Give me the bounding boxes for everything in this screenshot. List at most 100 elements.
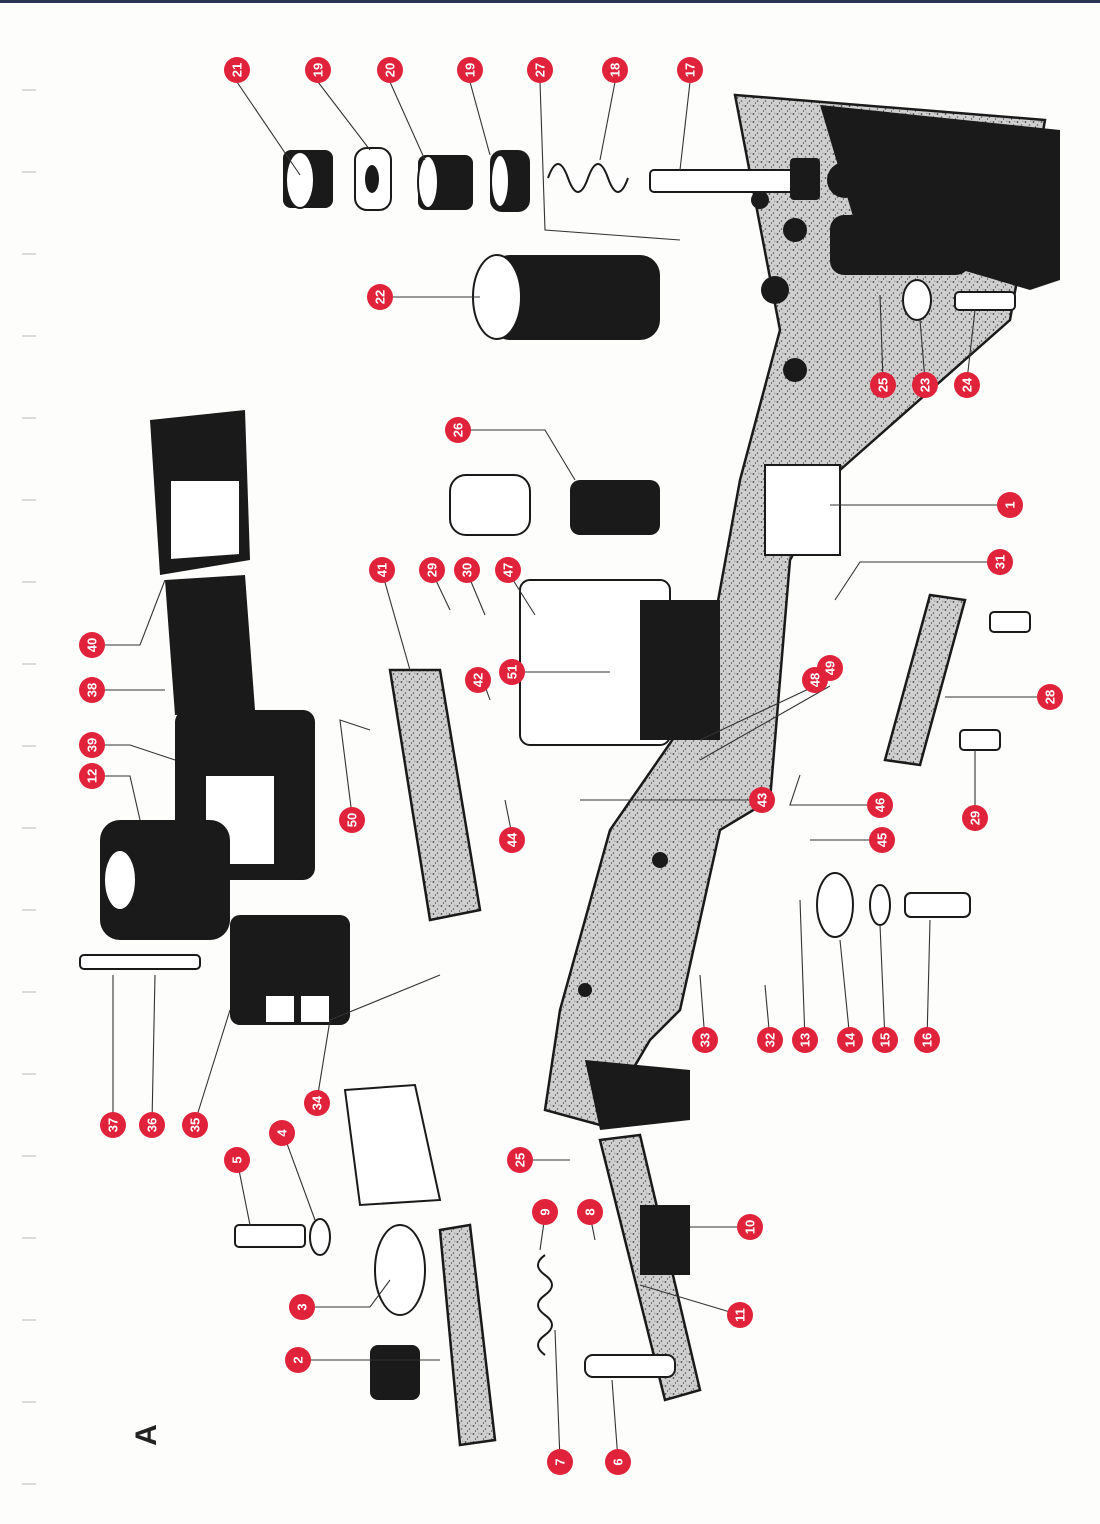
marker-label: 33 — [698, 1033, 713, 1047]
marker-label: 43 — [755, 793, 770, 807]
marker-label: 25 — [513, 1153, 528, 1167]
marker-label: 27 — [533, 63, 548, 77]
part-number-34: 34 — [304, 1090, 330, 1116]
marker-label: 41 — [375, 563, 390, 577]
part-number-24: 24 — [954, 372, 980, 398]
part-number-27: 27 — [527, 57, 553, 83]
part-number-19b: 19 — [457, 57, 483, 83]
part-number-49: 49 — [817, 655, 843, 681]
part-number-15: 15 — [872, 1027, 898, 1053]
marker-label: 19 — [311, 63, 326, 77]
marker-label: 20 — [383, 63, 398, 77]
marker-label: 21 — [230, 63, 245, 77]
marker-label: 12 — [85, 769, 100, 783]
part-number-1: 1 — [997, 492, 1023, 518]
part-number-30: 30 — [454, 557, 480, 583]
part-number-47: 47 — [495, 557, 521, 583]
part-number-36: 36 — [139, 1112, 165, 1138]
part-number-37: 37 — [100, 1112, 126, 1138]
marker-label: 32 — [763, 1033, 778, 1047]
part-number-26: 26 — [445, 417, 471, 443]
part-number-12: 12 — [79, 763, 105, 789]
part-number-31: 31 — [987, 549, 1013, 575]
part-number-11: 11 — [727, 1302, 753, 1328]
part-number-2: 2 — [285, 1347, 311, 1373]
part-number-6: 6 — [605, 1449, 631, 1475]
pin-6 — [585, 1355, 675, 1377]
marker-label: 7 — [553, 1458, 568, 1465]
marker-label: 31 — [993, 555, 1008, 569]
part-number-41: 41 — [369, 557, 395, 583]
marker-label: 1 — [1003, 501, 1018, 508]
marker-label: 22 — [373, 290, 388, 304]
marker-label: 42 — [471, 673, 486, 687]
marker-label: 39 — [85, 738, 100, 752]
part-number-21: 21 — [224, 57, 250, 83]
marker-label: 13 — [798, 1033, 813, 1047]
part-number-50: 50 — [339, 807, 365, 833]
washer-4 — [310, 1219, 330, 1255]
cylinder-25 — [830, 215, 970, 275]
part-number-29b: 29 — [962, 805, 988, 831]
part-number-39: 39 — [79, 732, 105, 758]
marker-label: 38 — [85, 683, 100, 697]
part-number-25b: 25 — [507, 1147, 533, 1173]
part-block-1 — [765, 465, 840, 555]
part-number-43: 43 — [749, 787, 775, 813]
marker-label: 47 — [501, 563, 516, 577]
marker-label: 50 — [345, 813, 360, 827]
marker-label: 3 — [295, 1303, 310, 1310]
part-number-51: 51 — [499, 659, 525, 685]
part-26 — [450, 475, 660, 535]
marker-label: 51 — [505, 665, 520, 679]
part-number-44: 44 — [499, 827, 525, 853]
marker-label: 2 — [291, 1356, 306, 1363]
marker-label: 10 — [743, 1220, 758, 1234]
part-number-23: 23 — [912, 372, 938, 398]
marker-label: 40 — [85, 638, 100, 652]
part-number-20: 20 — [377, 57, 403, 83]
connector-28 — [885, 595, 1030, 765]
margin-ticks — [22, 90, 36, 1484]
part-number-7: 7 — [547, 1449, 573, 1475]
marker-label: 29 — [425, 563, 440, 577]
part-number-35: 35 — [182, 1112, 208, 1138]
marker-label: 4 — [275, 1129, 290, 1137]
marker-label: 19 — [463, 63, 478, 77]
block-10 — [640, 1205, 690, 1275]
marker-label: 45 — [875, 833, 890, 847]
marker-label: 23 — [918, 378, 933, 392]
part-number-22: 22 — [367, 284, 393, 310]
marker-label: 29 — [968, 811, 983, 825]
marker-label: 16 — [920, 1033, 935, 1047]
screw-16 — [905, 893, 970, 917]
marker-label: 15 — [878, 1033, 893, 1047]
part-number-3: 3 — [289, 1294, 315, 1320]
part-number-40: 40 — [79, 632, 105, 658]
part-number-42: 42 — [465, 667, 491, 693]
washer-14 — [817, 873, 853, 937]
part-number-9: 9 — [532, 1199, 558, 1225]
marker-label: 17 — [683, 63, 698, 77]
screw-5 — [235, 1225, 305, 1247]
marker-label: 5 — [230, 1156, 245, 1163]
lamp-3 — [375, 1225, 425, 1315]
marker-label: 14 — [843, 1032, 858, 1047]
washer-23 — [903, 280, 931, 320]
part-number-29a: 29 — [419, 557, 445, 583]
motor-51 — [520, 580, 720, 745]
marker-label: 44 — [505, 832, 520, 847]
part-number-32: 32 — [757, 1027, 783, 1053]
marker-label: 49 — [823, 661, 838, 675]
part-number-4: 4 — [269, 1120, 295, 1146]
part-number-10: 10 — [737, 1214, 763, 1240]
part-number-28: 28 — [1037, 684, 1063, 710]
cylinder-22 — [473, 255, 660, 340]
marker-label: 8 — [583, 1208, 598, 1215]
marker-label: 28 — [1043, 690, 1058, 704]
part-number-14: 14 — [837, 1027, 863, 1053]
marker-label: 34 — [310, 1095, 325, 1110]
marker-label: 46 — [873, 798, 888, 812]
